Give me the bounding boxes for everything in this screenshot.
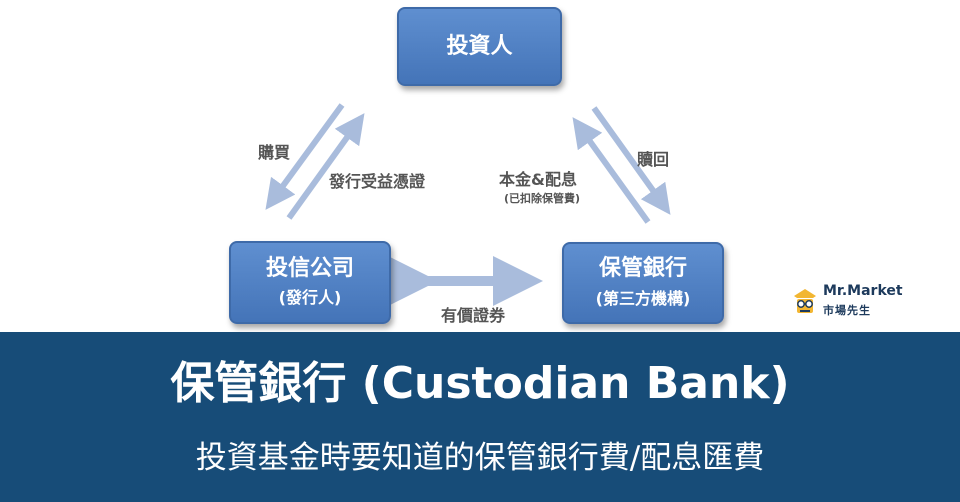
banner-title: 保管銀行 (Custodian Bank) <box>170 358 790 409</box>
edge-label-buy: 購買 <box>258 143 291 162</box>
fund-company-sublabel: (發行人) <box>278 288 342 308</box>
custodian-bank-node: 保管銀行 (第三方機構) <box>562 242 724 324</box>
edge-label-principal-dividend: 本金&配息 <box>499 170 577 189</box>
detective-glasses-icon <box>794 289 816 313</box>
custodian-bank-label: 保管銀行 <box>598 256 687 282</box>
edge-label-fee-deducted: (已扣除保管費) <box>504 192 581 205</box>
arrow-principal-dividend <box>572 117 651 224</box>
arrows-layer <box>265 103 671 306</box>
logo-subtitle: 市場先生 <box>823 304 871 317</box>
edge-label-securities: 有價證券 <box>441 306 506 325</box>
investor-node: 投資人 <box>397 7 562 86</box>
arrow-redeem <box>591 106 671 215</box>
mr-market-logo: Mr.Market 市場先生 <box>791 283 911 321</box>
logo-name: Mr.Market <box>823 283 903 299</box>
edge-label-issue-certificates: 發行受益憑證 <box>329 172 426 191</box>
fund-company-node: 投信公司 (發行人) <box>229 241 391 324</box>
arrow-buy <box>265 103 345 210</box>
banner-subtitle: 投資基金時要知道的保管銀行費/配息匯費 <box>195 440 765 476</box>
edge-label-redeem: 贖回 <box>637 150 670 169</box>
fund-company-label: 投信公司 <box>265 255 354 281</box>
title-banner: 保管銀行 (Custodian Bank) 投資基金時要知道的保管銀行費/配息匯… <box>0 332 960 502</box>
custodian-bank-sublabel: (第三方機構) <box>595 288 691 308</box>
arrow-issue-certificates <box>286 113 365 220</box>
investor-label: 投資人 <box>446 33 513 59</box>
